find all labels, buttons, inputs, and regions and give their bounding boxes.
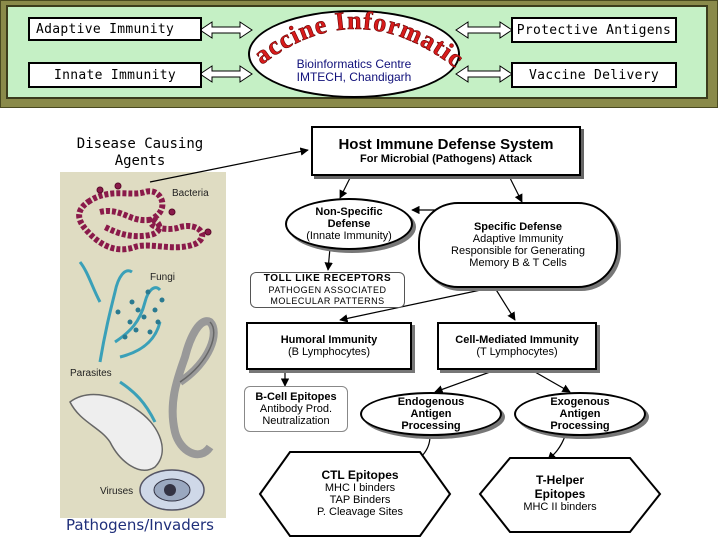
cell-mediated-immunity-box: Cell-Mediated Immunity (T Lymphocytes) bbox=[437, 322, 597, 370]
bacteria-illustration bbox=[76, 182, 212, 253]
host-subtitle: For Microbial (Pathogens) Attack bbox=[360, 153, 532, 165]
host-immune-defense-box: Host Immune Defense System For Microbial… bbox=[311, 126, 581, 176]
ctl-epitopes-text: CTL Epitopes MHC I binders TAP Binders P… bbox=[316, 468, 404, 518]
bacteria-label: Bacteria bbox=[172, 188, 209, 199]
t-helper-epitopes-text: T-Helper Epitopes MHC II binders bbox=[523, 473, 597, 513]
epitope-hexagons bbox=[258, 451, 662, 537]
exogenous-processing-oval: Exogenous Antigen Processing bbox=[514, 392, 646, 436]
b-cell-epitopes-box: B-Cell Epitopes Antibody Prod. Neutraliz… bbox=[244, 386, 348, 432]
center-subtitle: Bioinformatics Centre IMTECH, Chandigarh bbox=[262, 58, 446, 84]
fungi-label: Fungi bbox=[150, 272, 175, 283]
innate-immunity-label: Innate Immunity bbox=[54, 67, 176, 83]
arrow-host-to-specific bbox=[509, 177, 523, 203]
vaccine-informatics-logo[interactable] bbox=[248, 10, 460, 98]
protective-antigens-label: Protective Antigens bbox=[516, 22, 672, 38]
viruses-label: Viruses bbox=[100, 486, 133, 497]
humoral-immunity-box: Humoral Immunity (B Lymphocytes) bbox=[246, 322, 412, 370]
parasites-illustration bbox=[69, 317, 218, 471]
arrow-cell-to-exo bbox=[534, 371, 571, 393]
nonspecific-defense-oval: Non-Specific Defense (Innate Immunity) bbox=[285, 198, 413, 250]
specific-defense-oval: Specific Defense Adaptive Immunity Respo… bbox=[418, 202, 618, 288]
disease-agents-title: Disease Causing Agents bbox=[76, 136, 204, 169]
t-helper-epitopes-shape bbox=[478, 457, 662, 533]
arrow-nonspecific-to-tlr bbox=[324, 247, 333, 271]
adaptive-immunity-label: Adaptive Immunity bbox=[36, 21, 175, 37]
center-line-2: IMTECH, Chandigarh bbox=[296, 70, 412, 84]
fungi-spores bbox=[115, 289, 165, 340]
arrow-specific-to-cell bbox=[494, 287, 516, 321]
fungi-illustration bbox=[78, 261, 162, 423]
vaccine-delivery-button[interactable]: Vaccine Delivery bbox=[511, 62, 677, 88]
toll-like-receptors-box: TOLL LIKE RECEPTORS PATHOGEN ASSOCIATED … bbox=[250, 272, 405, 308]
ctl-epitopes-shape bbox=[258, 451, 452, 537]
vaccine-delivery-label: Vaccine Delivery bbox=[528, 67, 660, 83]
parasites-label: Parasites bbox=[70, 368, 112, 379]
adaptive-immunity-button[interactable]: Adaptive Immunity bbox=[28, 17, 202, 41]
vaccine-informatics-logo-text: Vaccine Informatics bbox=[240, 6, 469, 74]
host-title: Host Immune Defense System bbox=[338, 136, 554, 153]
endogenous-processing-oval: Endogenous Antigen Processing bbox=[360, 392, 502, 436]
protective-antigens-button[interactable]: Protective Antigens bbox=[511, 17, 677, 43]
arrow-host-to-nonspecific bbox=[339, 177, 351, 199]
pathogens-caption: Pathogens/Invaders bbox=[66, 516, 214, 534]
innate-immunity-button[interactable]: Innate Immunity bbox=[28, 62, 202, 88]
center-line-1: Bioinformatics Centre bbox=[296, 57, 412, 71]
arrow-cell-to-endo bbox=[434, 371, 491, 394]
pathogen-illustration: Bacteria Fungi Parasites Viruses bbox=[69, 182, 218, 511]
virus-illustration bbox=[139, 469, 205, 511]
